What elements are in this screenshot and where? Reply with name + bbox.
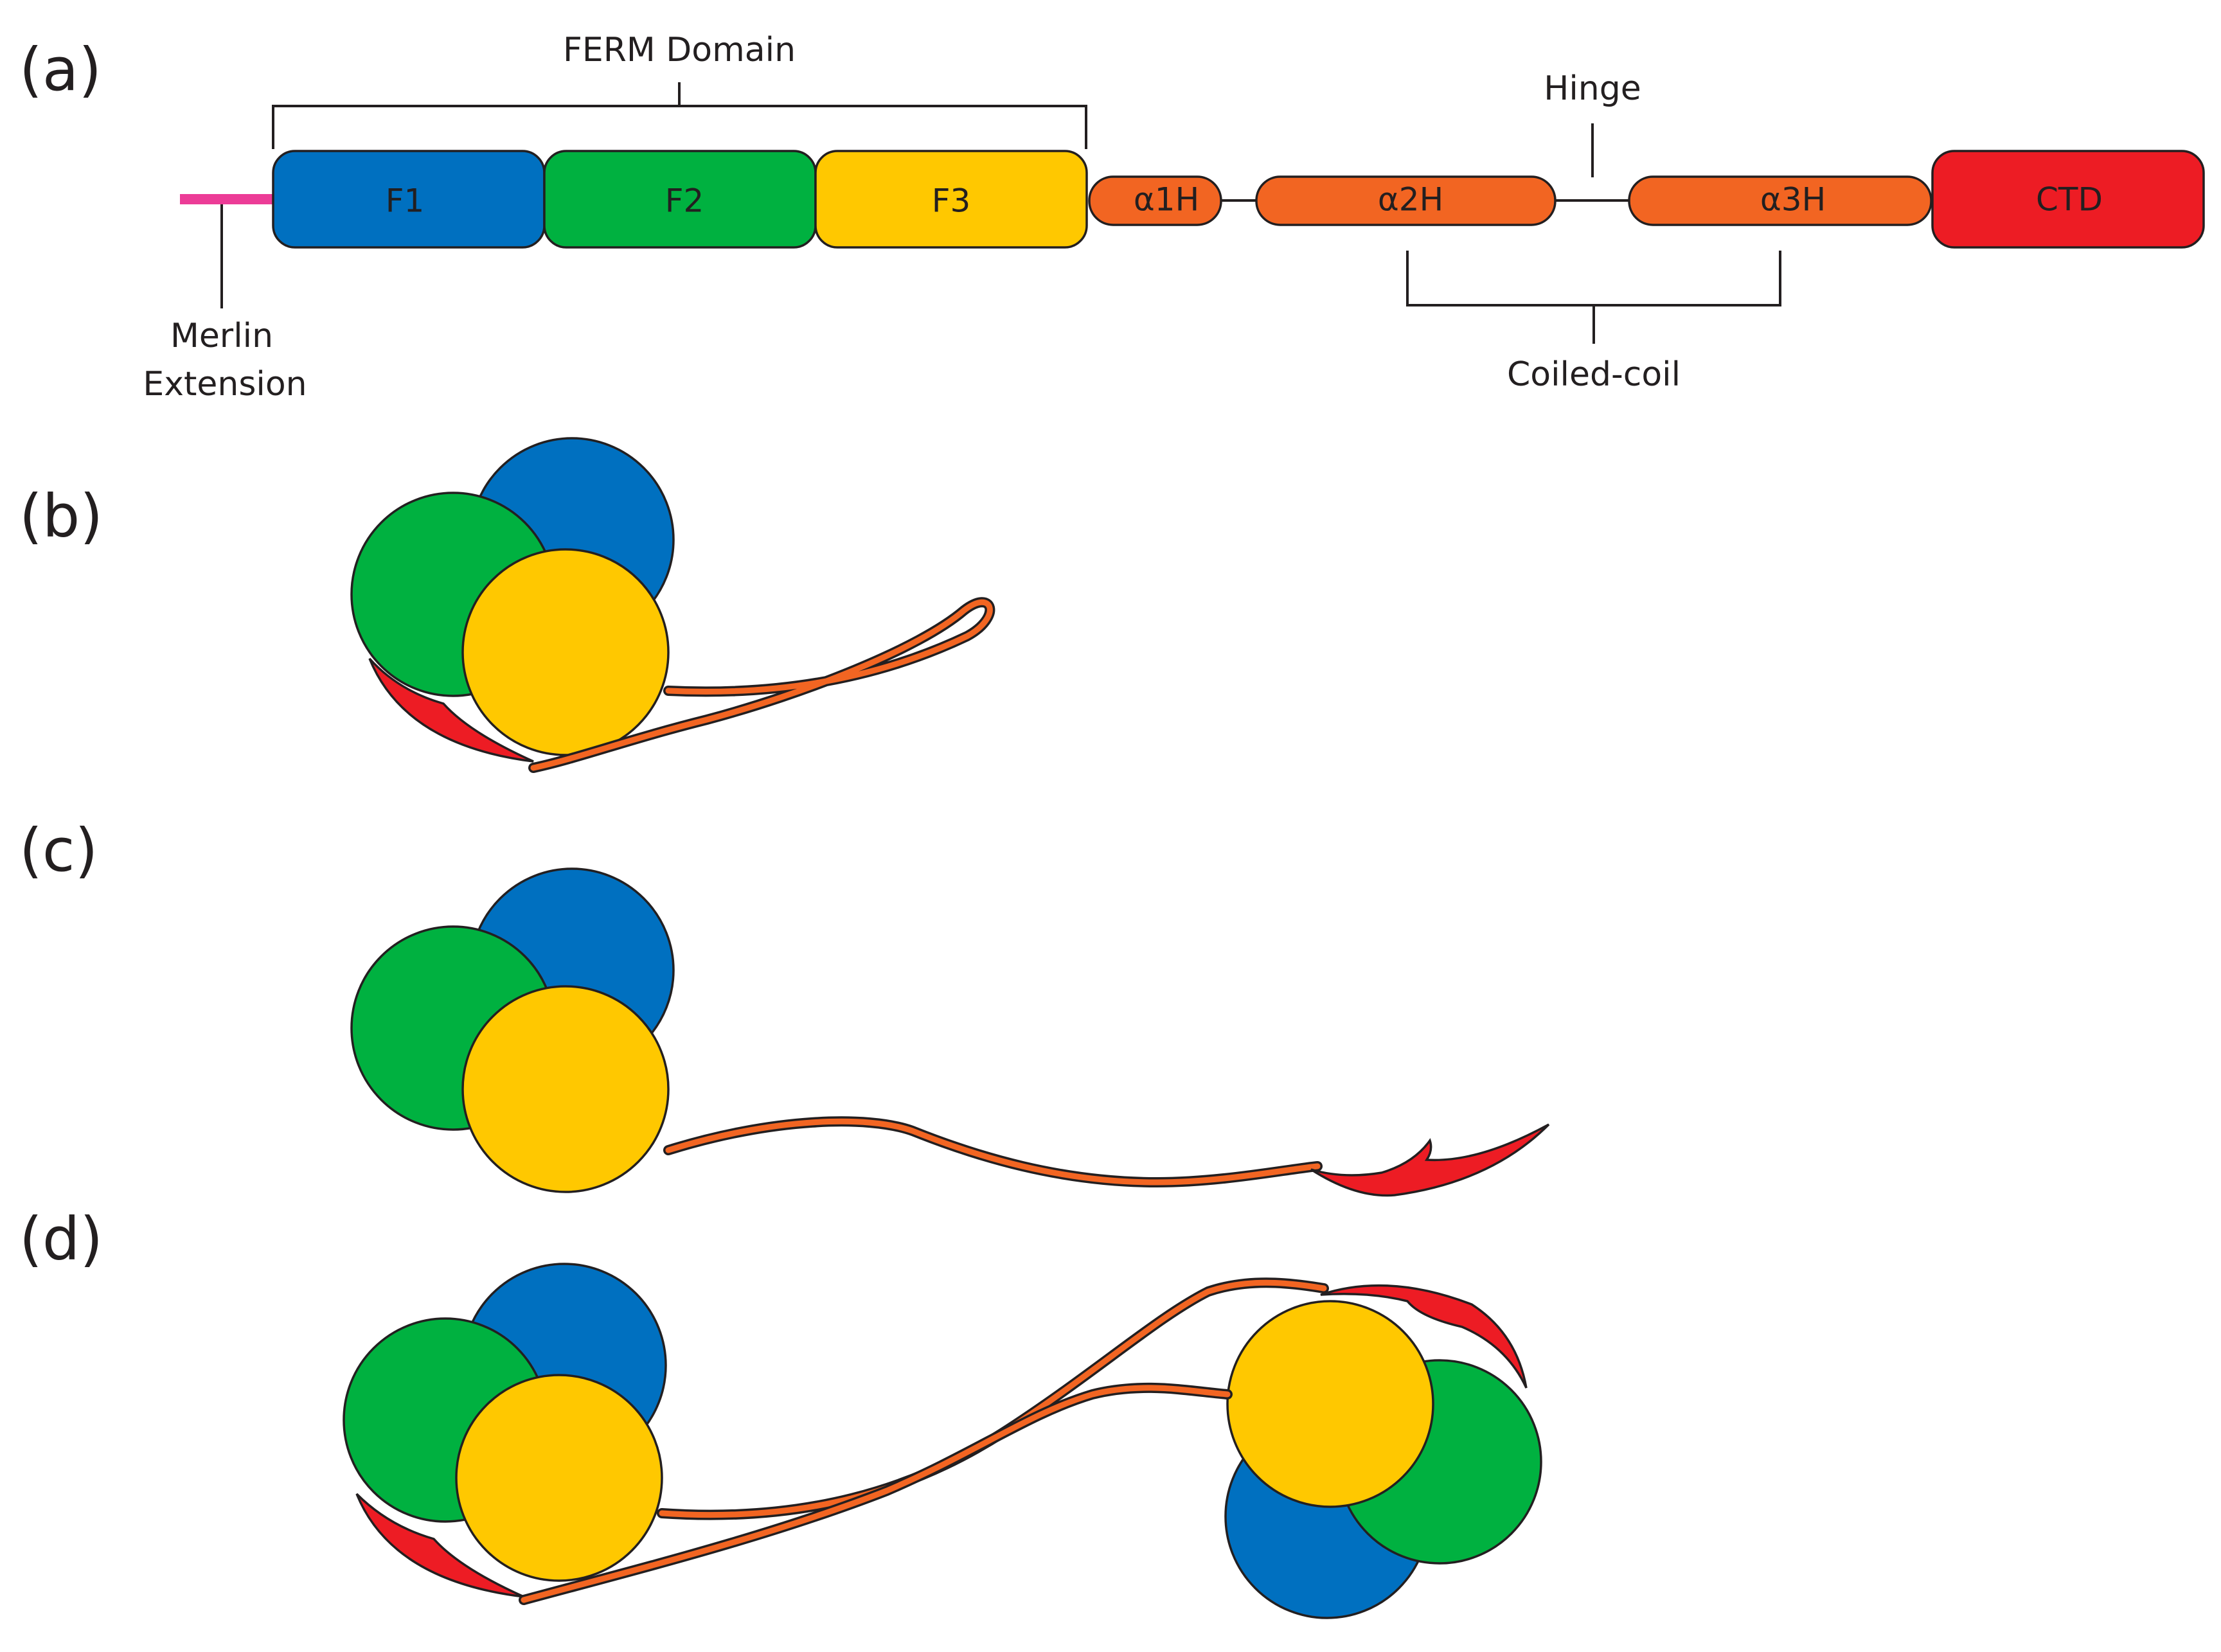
alpha-helix-strand-c [665,1118,1321,1186]
alpha2-helix [1255,175,1556,226]
ferm-domain-label: FERM Domain [563,31,796,69]
open-conformation [350,867,1550,1197]
f3-lobe-b [461,548,670,756]
ferm-bracket [272,82,1087,149]
panel-label-c: (c) [19,816,98,885]
panel-label-b: (b) [19,482,103,551]
alpha1-helix-label: α1H [1134,181,1199,218]
alpha1-helix [1088,175,1222,226]
ctd-c [1310,1123,1550,1197]
ctd-domain [1931,150,2205,249]
f2-label: F2 [665,182,704,220]
alpha-helix-strand-d2 [521,1385,1231,1603]
alpha3-helix [1628,175,1932,226]
domain-map: Merlin Extension FERM Domain F1 F2 F3 α1… [143,31,2205,404]
closed-conformation [350,437,995,773]
f3-label: F3 [932,182,971,220]
f3-lobe-d-right [1226,1300,1434,1508]
alpha2-helix-label: α2H [1378,181,1443,218]
helix-outline-c [663,1116,1323,1188]
f1-label: F1 [386,182,425,220]
f3-lobe-c [461,985,670,1193]
alpha-helix-strand-d1 [659,1279,1327,1518]
panel-label-d: (d) [19,1205,103,1274]
panel-label-a: (a) [19,35,102,104]
merlin-extension-label-line2: Extension [143,365,307,404]
ctd-wrap-d-right [1320,1284,1528,1389]
f3-domain [814,150,1088,249]
alpha-helix-loop-b [530,599,993,771]
ctd-wrap-b [368,657,534,763]
ctd-label: CTD [2036,181,2103,218]
dimer-conformation [343,1263,1542,1619]
hinge-label: Hinge [1544,69,1641,108]
f3-lobe-d-left [455,1374,663,1582]
coiled-coil-label: Coiled-coil [1507,355,1681,394]
merlin-extension-label-line1: Merlin [170,317,273,355]
alpha3-helix-label: α3H [1760,181,1826,218]
ctd-wrap-d-left [355,1493,524,1598]
coiled-coil-bracket [1406,251,1781,344]
